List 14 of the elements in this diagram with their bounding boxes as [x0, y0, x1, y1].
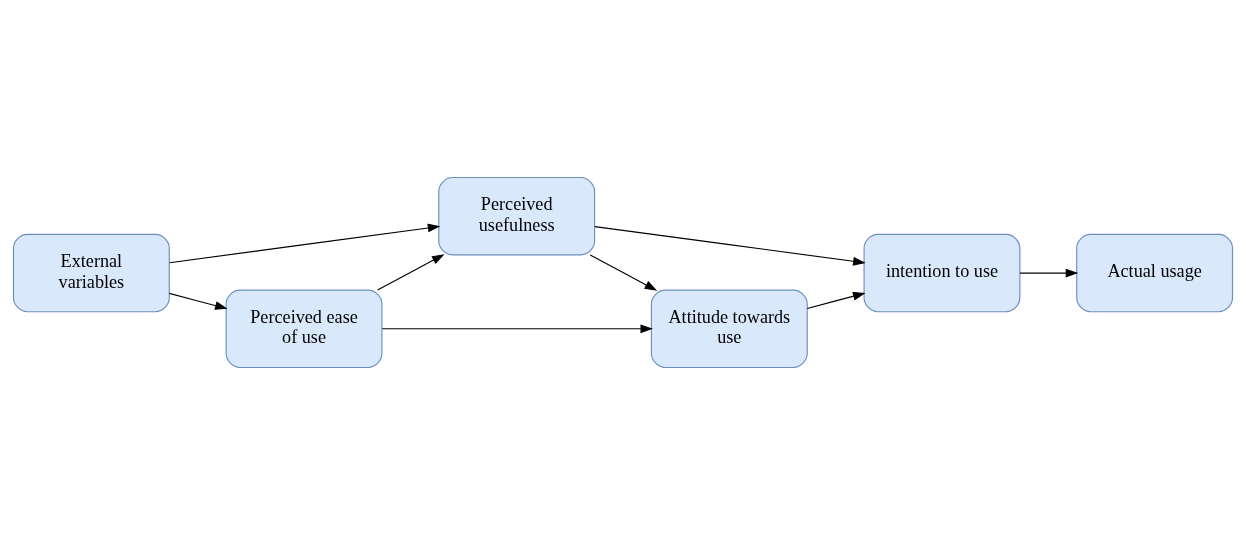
node-box: Actual usage — [1076, 233, 1234, 312]
node-box: External variables — [12, 233, 170, 312]
node-box: Perceived ease of use — [225, 289, 383, 368]
node-box: Attitude towards use — [650, 289, 808, 368]
node-box: Perceived usefulness — [438, 176, 596, 255]
arrow — [1019, 268, 1079, 277]
arrow — [594, 225, 866, 266]
node-box: intention to use — [863, 233, 1021, 312]
arrow — [589, 253, 658, 291]
arrow — [169, 223, 441, 263]
arrow — [381, 323, 653, 333]
arrow — [377, 253, 445, 291]
arrow — [806, 291, 866, 309]
arrow — [168, 292, 228, 310]
